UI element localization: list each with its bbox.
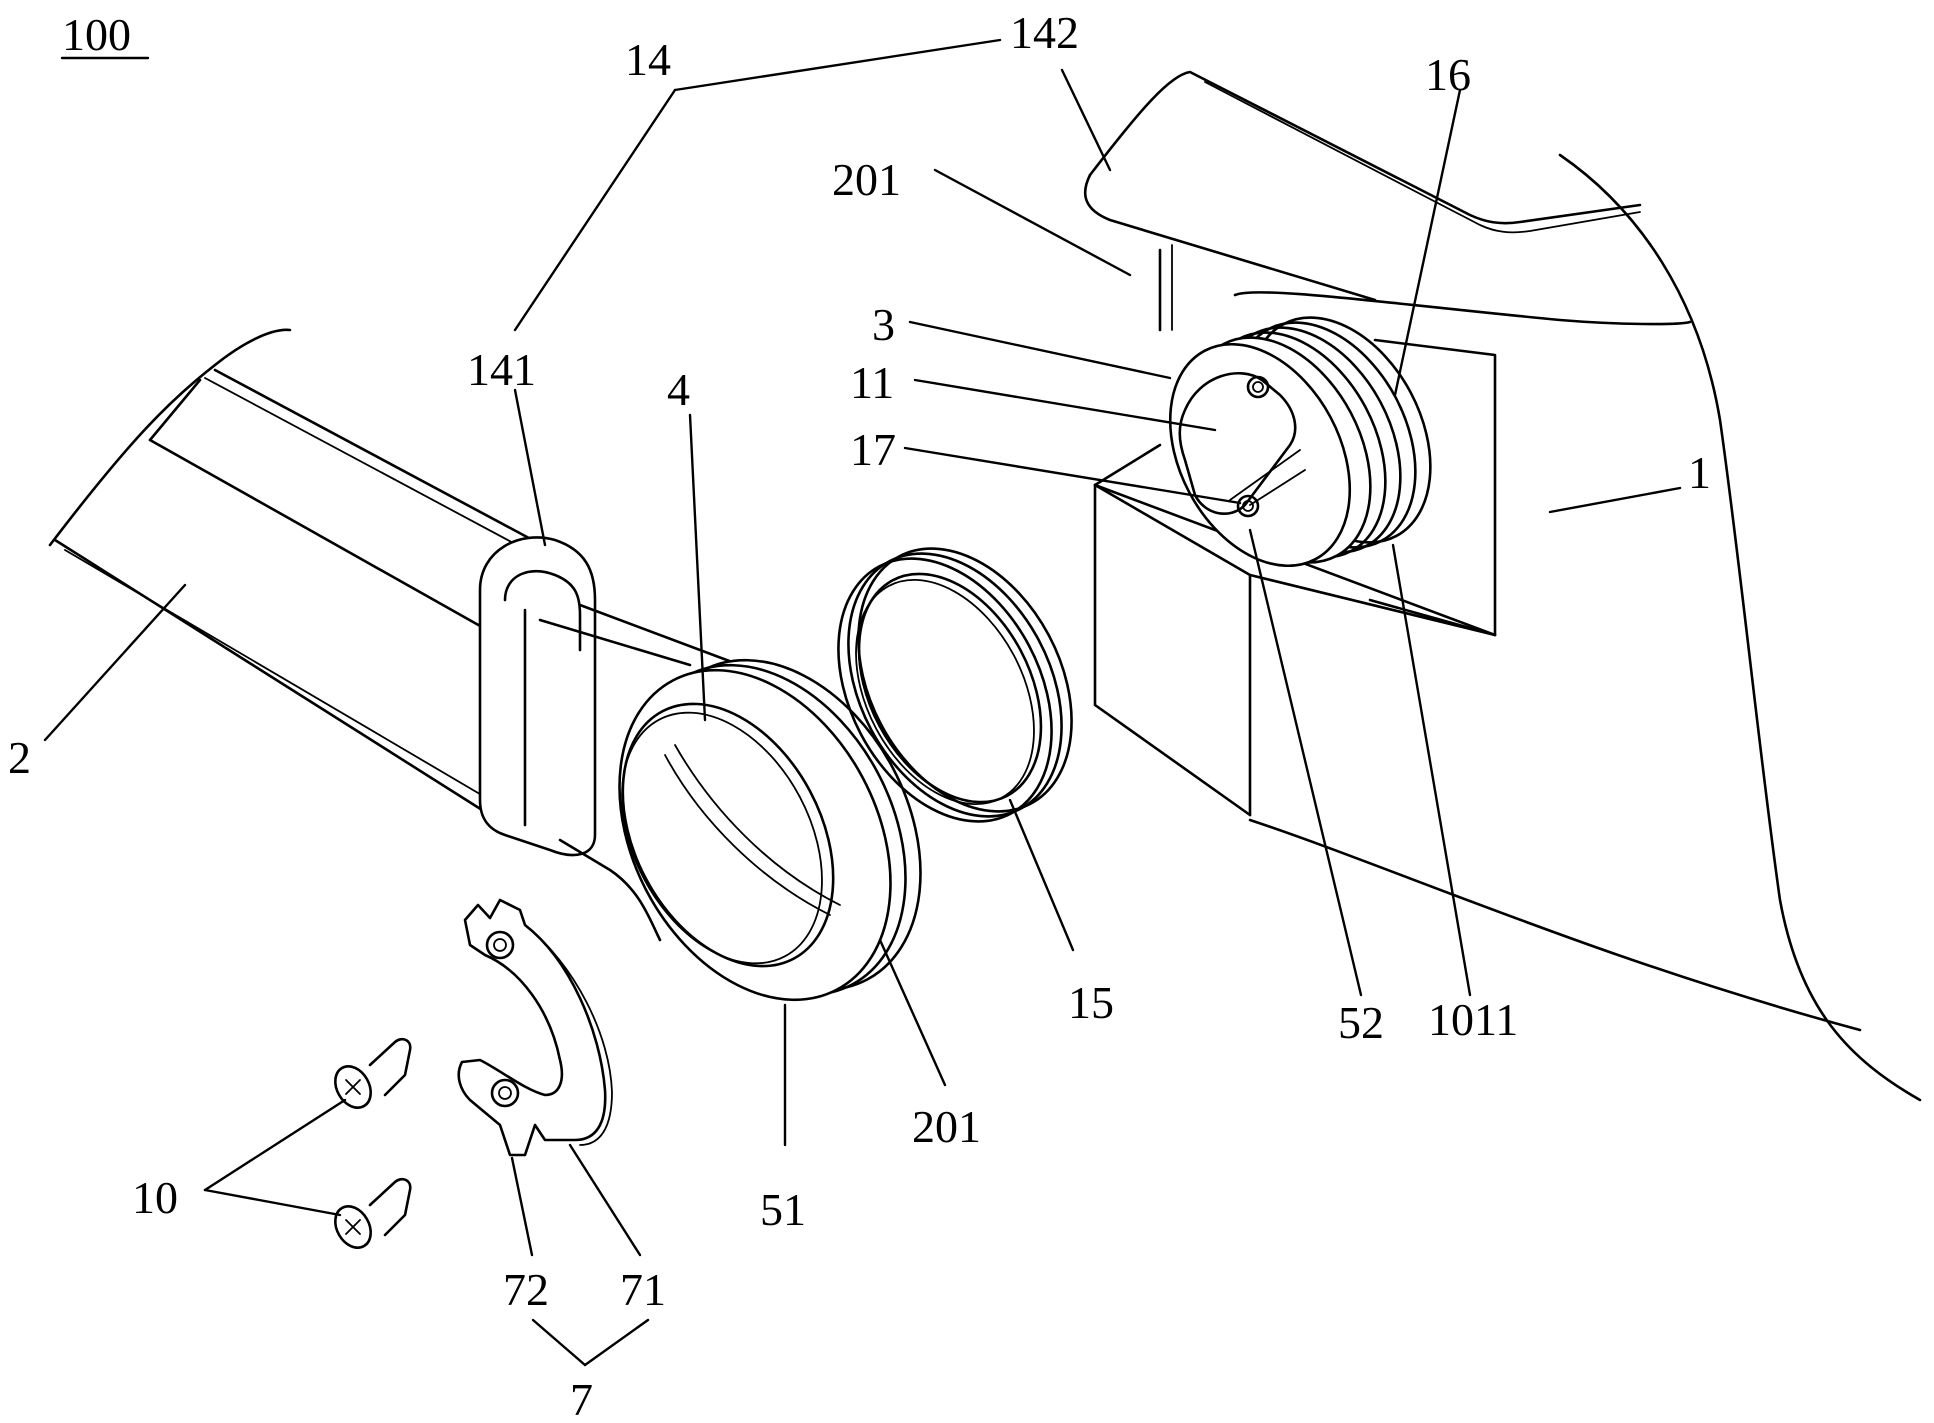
c-clip-7 [457, 898, 613, 1157]
label-16: 16 [1425, 49, 1471, 100]
label-15: 15 [1068, 977, 1114, 1028]
label-1011: 1011 [1428, 994, 1518, 1045]
label-52: 52 [1338, 997, 1384, 1048]
label-10: 10 [132, 1172, 178, 1223]
threaded-boss [1168, 316, 1432, 568]
label-142: 142 [1010, 7, 1079, 58]
label-3: 3 [872, 299, 895, 350]
label-51: 51 [760, 1184, 806, 1235]
label-71: 71 [620, 1264, 666, 1315]
label-201-top: 201 [832, 154, 901, 205]
label-7: 7 [570, 1374, 593, 1423]
label-14: 14 [625, 34, 671, 85]
flange-ring [618, 658, 922, 1002]
reference-labels: 100 14 142 16 201 3 11 17 141 4 1 2 15 5… [8, 7, 1711, 1423]
label-201-bottom: 201 [912, 1101, 981, 1152]
arm-part-2 [48, 328, 742, 942]
label-4: 4 [667, 364, 690, 415]
label-72: 72 [503, 1264, 549, 1315]
label-17: 17 [850, 424, 896, 475]
label-11: 11 [850, 357, 894, 408]
label-2: 2 [8, 732, 31, 783]
label-141: 141 [467, 344, 536, 395]
seal-ring-15 [837, 547, 1073, 823]
housing-part-1 [1083, 70, 1922, 1102]
screws-10 [334, 1037, 412, 1249]
label-1: 1 [1688, 447, 1711, 498]
figure-number-label: 100 [62, 9, 131, 60]
leader-lines [43, 38, 1682, 1367]
